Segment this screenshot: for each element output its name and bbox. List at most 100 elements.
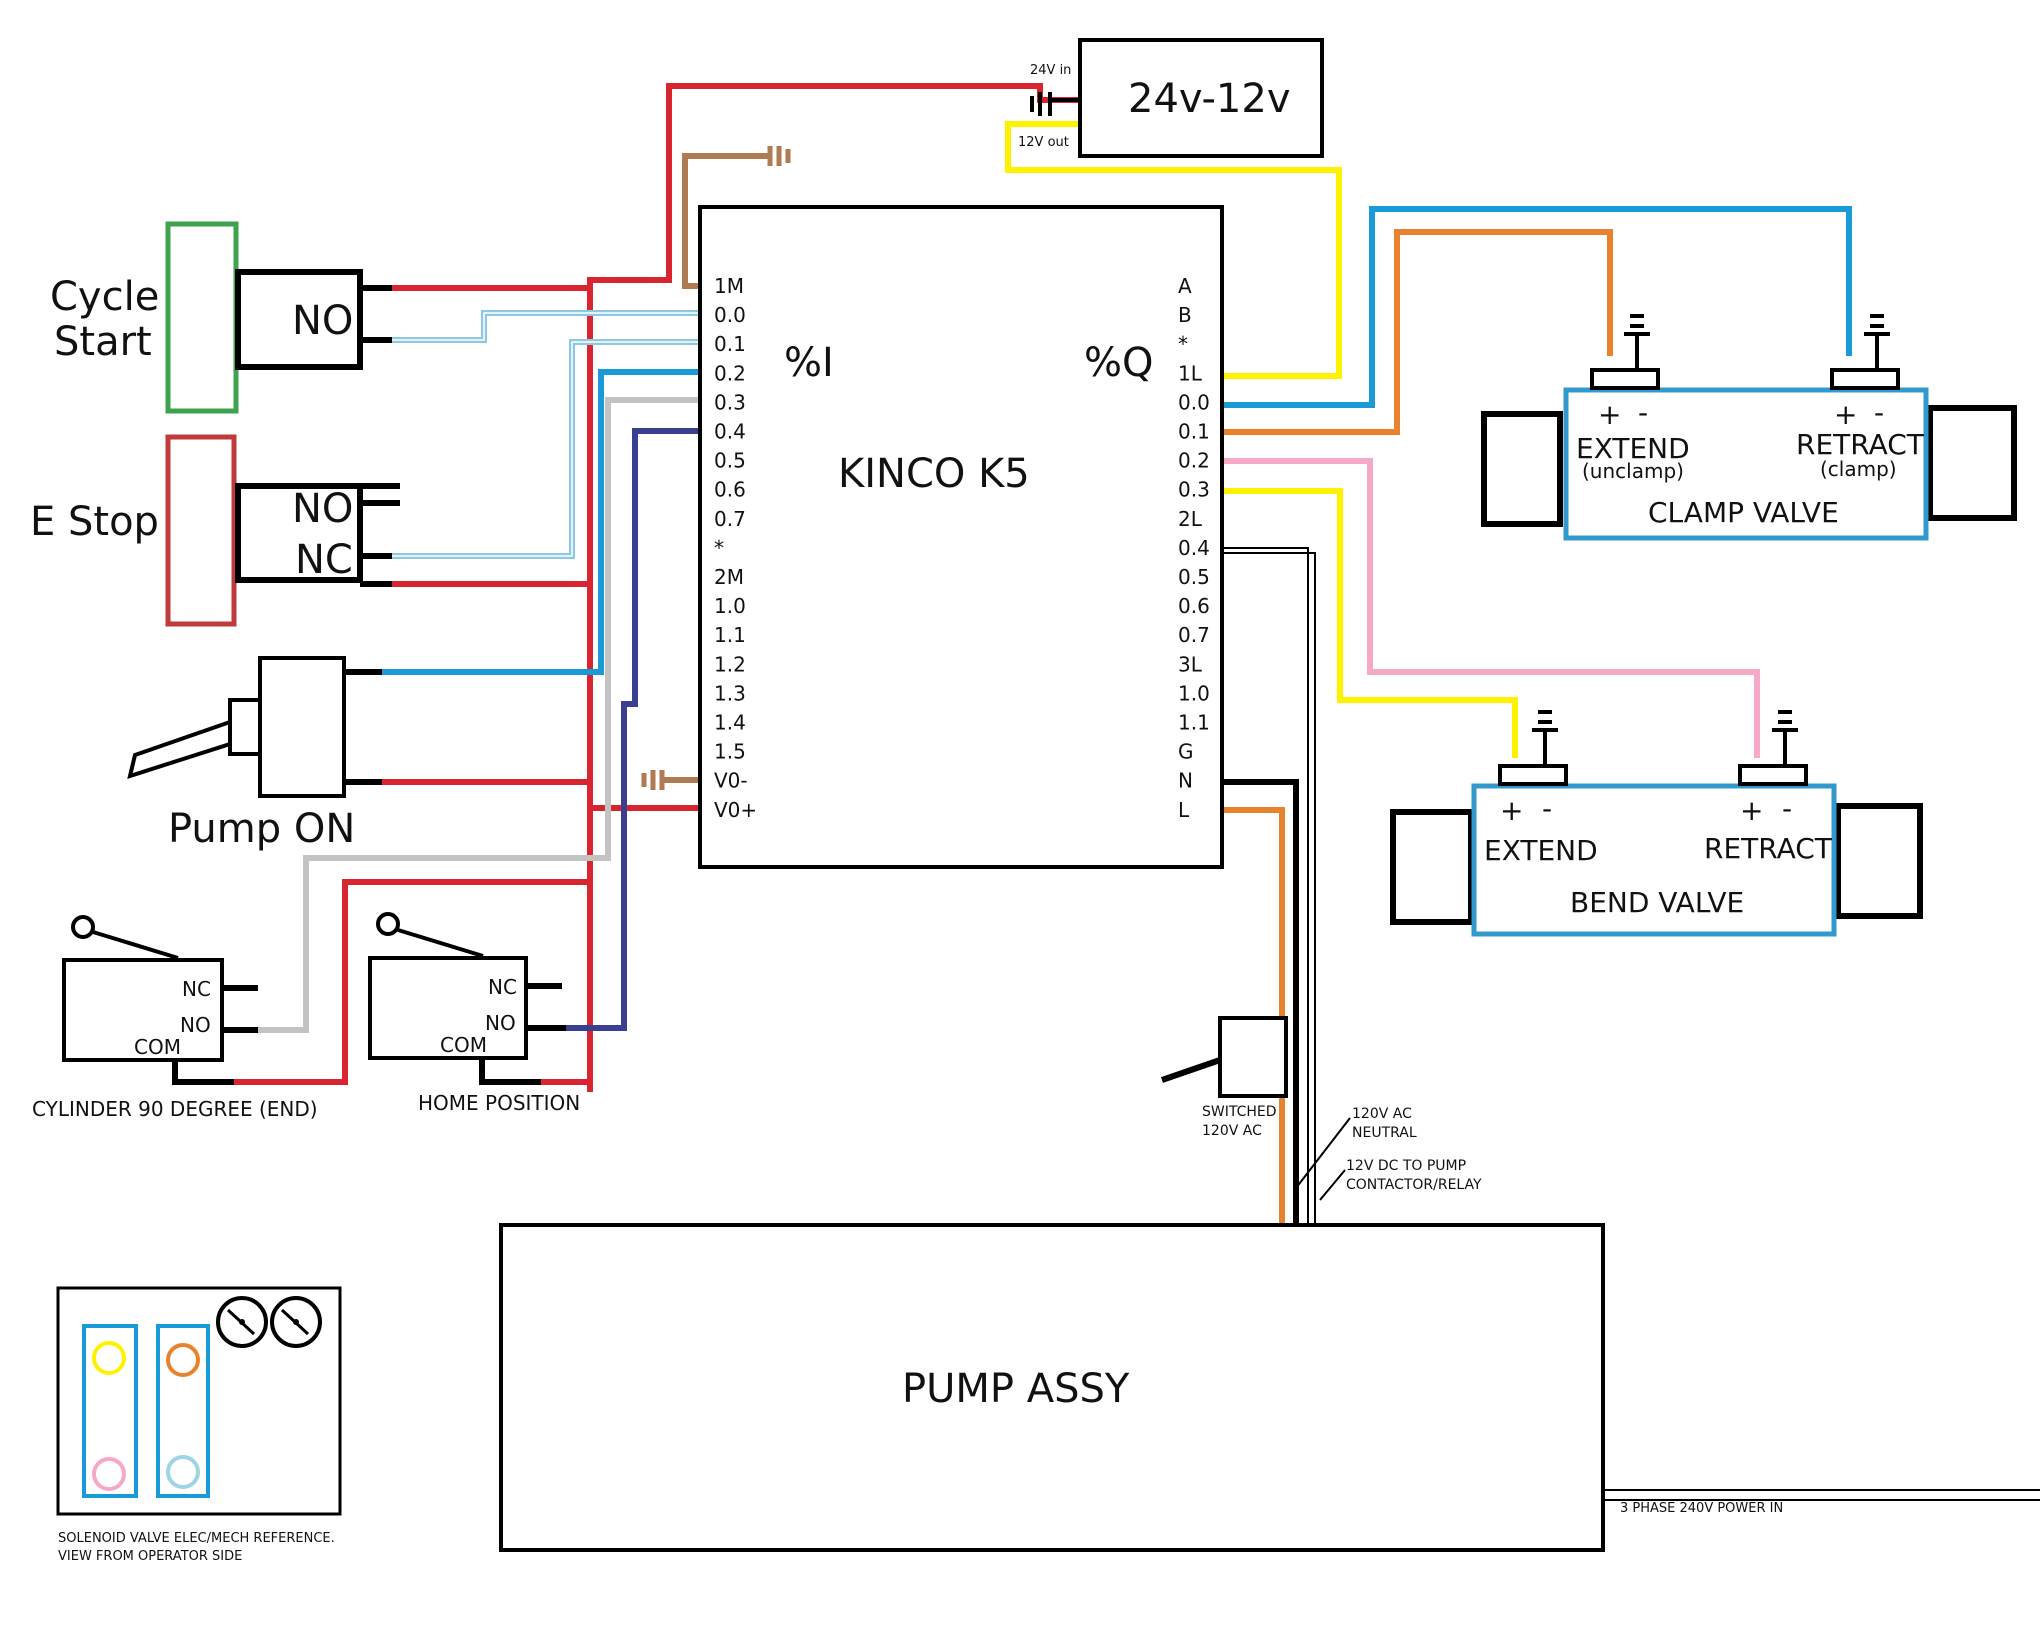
plc-title: KINCO K5 [838,451,1030,497]
reference-gauge-right [270,1296,322,1348]
plc-output-terminal-5: 0.1 [1178,420,1210,444]
plc-output-terminal-18: L [1178,798,1190,822]
ground-symbol-1m [767,146,791,166]
wire-lightblue-0-1-inner [392,341,700,557]
plc-input-terminal-12: 1.1 [714,623,746,647]
plc-input-terminal-16: 1.5 [714,740,746,764]
wire-navy-home [566,428,700,1031]
plc-output-terminal-10: 0.5 [1178,565,1210,589]
limit-end-switch [62,915,258,1085]
bend-valve-coil-right [1835,803,1923,919]
neutral-note-leader [1295,1117,1351,1189]
plc-input-terminal-11: 1.0 [714,594,746,618]
plc-input-terminal-3: 0.2 [714,361,746,385]
estop-contact [235,483,363,583]
limit-home-switch [368,912,566,1085]
bend-valve-terminal-retract [1738,710,1808,786]
converter-box [1078,38,1324,158]
pump-on-switch-body [258,656,346,798]
pump-on-switch-collar [228,698,262,756]
dc-note-leader [1319,1169,1346,1201]
wire-brown-1m [682,153,770,289]
limit-end-caption: CYLINDER 90 DEGREE (END) [32,1097,318,1121]
plc-output-terminal-0: A [1178,274,1192,298]
bend-valve-retract-plus: + [1740,794,1763,827]
plc-output-terminal-2: * [1178,332,1188,356]
plc-output-terminal-16: G [1178,740,1194,764]
clamp-valve-title: CLAMP VALVE [1648,496,1839,529]
clamp-valve-coil-right [1927,405,2017,521]
reference-port-pink [92,1457,126,1491]
limit-home-com: COM [440,1033,487,1057]
converter-title: 24v-12v [1128,76,1291,122]
plc-output-terminal-1: B [1178,303,1192,327]
plc-output-terminal-3: 1L [1178,361,1203,385]
pump-on-label: Pump ON [168,806,355,852]
bend-valve-body [1471,783,1837,937]
switched-note-2: 120V AC [1202,1123,1262,1139]
wire-blue-pump-on [382,369,700,675]
plc-input-terminal-7: 0.6 [714,478,746,502]
wire-orange-q0-1 [1222,229,1613,435]
ground-symbol-v0minus [641,770,665,790]
wire-blue-q0-0 [1222,206,1852,408]
bend-valve-extend-label: EXTEND [1484,834,1598,867]
clamp-valve-terminal-extend [1590,314,1660,390]
plc-input-terminal-1: 0.0 [714,303,746,327]
neutral-note-1: 120V AC [1352,1106,1412,1122]
plc-output-terminal-14: 1.0 [1178,681,1210,705]
clamp-valve-extend-label: EXTEND [1576,432,1690,465]
limit-home-no: NO [485,1011,516,1035]
plc-input-terminal-5: 0.4 [714,420,746,444]
wire-dc-pump [1222,547,1309,1224]
bend-valve-terminal-extend [1498,710,1568,786]
plc-input-terminal-17: V0- [714,769,748,793]
cycle-start-contact [235,269,363,370]
wire-dc-pump-b [1222,552,1316,1224]
switched-ac-lever [1161,1057,1221,1083]
plc-output-terminal-6: 0.2 [1178,449,1210,473]
plc-output-terminal-12: 0.7 [1178,623,1210,647]
pump-on-terminals [344,669,382,785]
plc-output-terminal-13: 3L [1178,652,1203,676]
cycle-start-label-2: Start [54,319,152,365]
cycle-start-button [165,221,239,414]
wire-pink-q0-2 [1222,458,1760,758]
estop-label: E Stop [30,499,159,545]
estop-terminals [360,483,400,587]
wire-red-limit-end [234,879,590,1085]
plc-box [698,205,1224,869]
plc-input-terminal-15: 1.4 [714,711,746,735]
plc-input-terminal-18: V0+ [714,798,757,822]
converter-connector [1030,92,1080,116]
reference-port-orange [166,1343,200,1377]
neutral-note-2: NEUTRAL [1352,1125,1417,1141]
clamp-valve-retract-label: RETRACT [1796,428,1925,461]
wire-lightblue-0-0 [392,310,700,343]
wire-yellow-12v [1005,121,1342,379]
reference-port-lightblue [166,1455,200,1489]
switched-ac-switch [1218,1016,1288,1098]
bend-valve-extend-minus: - [1542,792,1552,825]
power-in-line [1603,1489,2040,1501]
clamp-valve-extend-minus: - [1638,396,1648,429]
plc-output-terminal-7: 0.3 [1178,478,1210,502]
clamp-valve-retract-minus: - [1874,396,1884,429]
plc-input-terminal-2: 0.1 [714,332,746,356]
clamp-valve-coil-left [1481,411,1563,527]
limit-home-caption: HOME POSITION [418,1091,580,1115]
plc-output-terminal-11: 0.6 [1178,594,1210,618]
plc-output-terminal-8: 2L [1178,507,1203,531]
plc-input-heading: %I [784,340,834,386]
estop-button [165,434,237,627]
wire-yellow-q0-3 [1222,488,1518,758]
dc-note-2: CONTACTOR/RELAY [1346,1177,1482,1193]
bend-valve-retract-label: RETRACT [1704,832,1833,865]
plc-input-terminal-4: 0.3 [714,390,746,414]
reference-port-yellow [92,1341,126,1375]
plc-output-terminal-15: 1.1 [1178,711,1210,735]
wire-lightblue-0-0-inner [392,312,700,341]
dc-note-1: 12V DC TO PUMP [1346,1158,1466,1174]
bend-valve-coil-left [1390,809,1474,925]
limit-home-nc: NC [488,975,517,999]
